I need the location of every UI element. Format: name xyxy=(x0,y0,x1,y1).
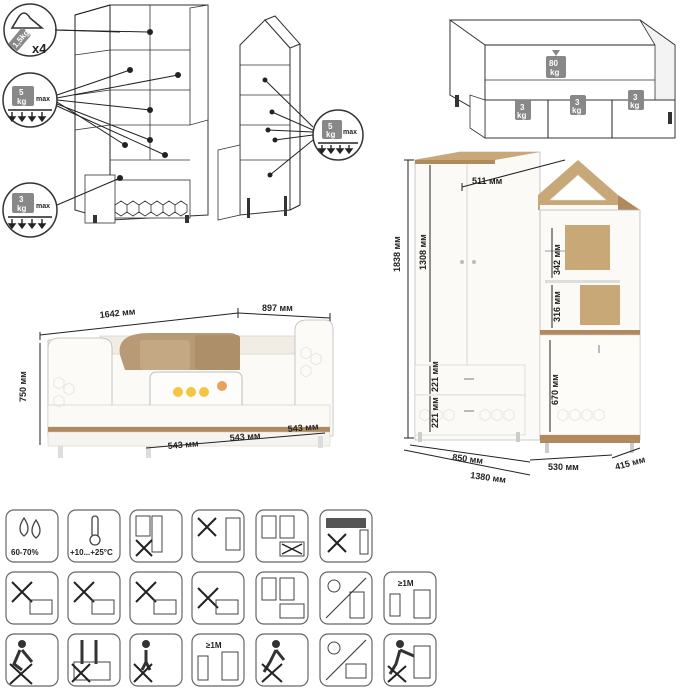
house-depth-label: 415 мм xyxy=(614,454,647,472)
bed-platform-weight-unit: kg xyxy=(550,68,559,77)
humidity-icon: 60-70% xyxy=(5,509,59,563)
no-open-multiple-drawers-icon xyxy=(255,571,309,625)
no-climbing-icon xyxy=(5,633,59,687)
bed-drawer-2-label: 543 мм xyxy=(229,430,261,443)
bed-drawer-unit-3: kg xyxy=(630,101,639,110)
house-width-label: 530 мм xyxy=(548,462,579,472)
distance-from-heater-icon: ≥1М xyxy=(383,571,437,625)
shelf-weight-value: 5 xyxy=(19,88,24,97)
house-max-label: max xyxy=(343,129,357,136)
wardrobe-total-height-label: 1838 мм xyxy=(392,236,402,272)
house-weight-value: 5 xyxy=(328,122,333,131)
no-hammer-icon xyxy=(191,571,245,625)
house-weight-unit: kg xyxy=(326,130,335,139)
hanger-count-label: x4 xyxy=(32,41,47,56)
no-heavy-on-top-icon xyxy=(319,509,373,563)
temperature-caption: +10...+25°С xyxy=(70,548,113,557)
wardrobe-depth-label: 511 мм xyxy=(472,176,503,186)
wardrobe-door-height-label: 1308 мм xyxy=(418,234,428,270)
shelf-weight-unit: kg xyxy=(17,97,26,106)
no-standing-on-drawer-icon xyxy=(67,633,121,687)
bed-product-image: 1642 мм 897 мм 750 мм 543 мм xyxy=(18,303,334,458)
wardrobe-product-image: 1838 мм 1308 мм 221 мм 221 мм 511 мм xyxy=(392,151,647,485)
bed-platform-weight-value: 80 xyxy=(549,59,558,68)
no-hang-on-door-icon xyxy=(129,509,183,563)
total-width-label: 1380 мм xyxy=(470,470,507,485)
wardrobe-load-diagram: 1,5kg x4 5 kg max 3 kg max xyxy=(2,3,209,238)
drawer-weight-value: 3 xyxy=(19,195,24,204)
wardrobe-drawer-1-height-label: 221 мм xyxy=(430,361,440,392)
no-sunlight-bed-icon xyxy=(319,633,373,687)
bed-drawer-unit-2: kg xyxy=(572,106,581,115)
house-cabinet-height-label: 670 мм xyxy=(550,374,560,405)
bed-drawer-3-label: 543 мм xyxy=(287,421,319,434)
bed-drawer-unit-1: kg xyxy=(517,111,526,120)
house-shelf-load-diagram: 5 kg max xyxy=(217,15,364,221)
no-pushing-wardrobe-icon xyxy=(383,633,437,687)
no-jumping-icon xyxy=(129,633,183,687)
shelf-max-label: max xyxy=(36,96,50,103)
bed-drawer-weight-1: 3 xyxy=(520,103,525,112)
distance-from-heater-caption: ≥1М xyxy=(398,579,414,588)
house-shelf-1-label: 342 мм xyxy=(552,244,562,275)
wardrobe-width-label: 850 мм xyxy=(452,452,484,466)
no-open-all-doors-icon xyxy=(255,509,309,563)
bed-height-label: 750 мм xyxy=(18,371,28,402)
no-heat-source-icon xyxy=(129,571,183,625)
bed-drawer-1-label: 543 мм xyxy=(167,438,199,451)
bed-drawer-weight-2: 3 xyxy=(575,98,580,107)
no-pointed-objects-icon xyxy=(5,571,59,625)
care-icons-grid: 60-70% +10...+25°С xyxy=(5,509,437,687)
house-shelf-2-label: 316 мм xyxy=(552,291,562,322)
bed-load-diagram: 80 kg 3 kg 3 kg 3 kg xyxy=(449,19,676,139)
humidity-caption: 60-70% xyxy=(11,548,39,557)
bed-length-label: 1642 мм xyxy=(99,306,136,320)
heater-distance-icon: ≥1М xyxy=(191,633,245,687)
no-sit-on-drawer-icon xyxy=(191,509,245,563)
heater-distance-caption: ≥1М xyxy=(206,641,222,650)
bed-drawer-weight-3: 3 xyxy=(633,93,638,102)
no-dragging-icon xyxy=(255,633,309,687)
temperature-icon: +10...+25°С xyxy=(67,509,121,563)
drawer-weight-unit: kg xyxy=(17,204,26,213)
no-aggressive-liquids-icon xyxy=(67,571,121,625)
drawer-max-label: max xyxy=(36,203,50,210)
bed-depth-label: 897 мм xyxy=(262,303,293,313)
wardrobe-drawer-2-height-label: 221 мм xyxy=(430,397,440,428)
no-direct-sunlight-icon xyxy=(319,571,373,625)
